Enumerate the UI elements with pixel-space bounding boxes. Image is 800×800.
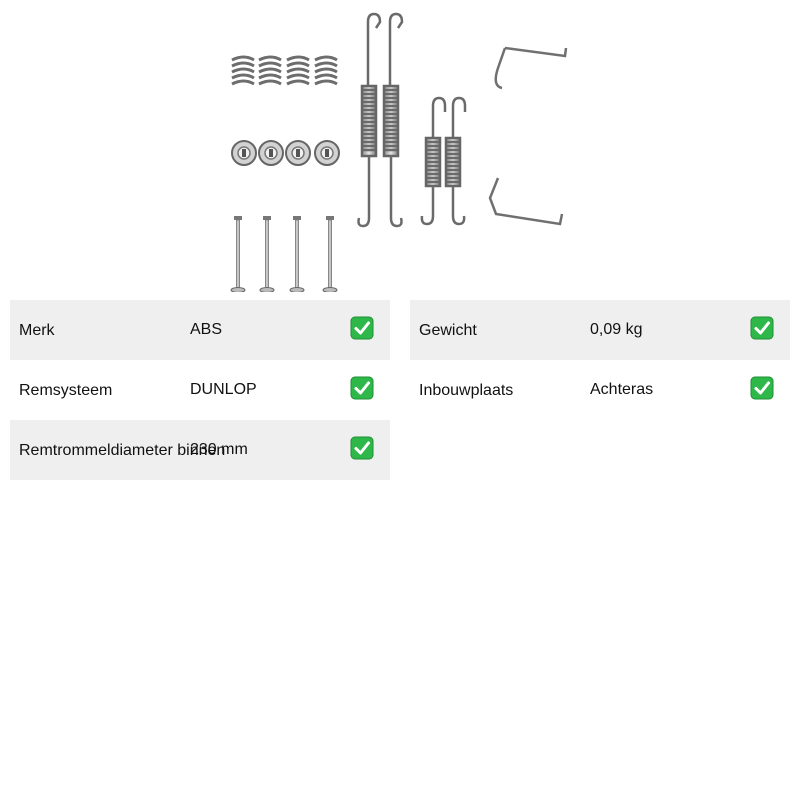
spec-label: Merk — [19, 322, 55, 339]
spec-table-left: Merk ABS Remsysteem DUNLOP Remtrommeldia… — [10, 300, 390, 480]
spec-row-merk: Merk ABS — [10, 300, 390, 360]
wire-clips — [488, 46, 568, 226]
spec-value: ABS — [190, 321, 223, 338]
spec-row-inbouwplaats: Inbouwplaats Achteras — [410, 360, 790, 420]
spec-value: 0,09 kg — [590, 321, 643, 338]
check-icon — [750, 376, 774, 400]
spec-value: 230 mm — [190, 441, 248, 458]
check-icon — [750, 316, 774, 340]
retaining-cups — [231, 140, 340, 166]
short-return-springs — [420, 96, 467, 226]
spec-row-gewicht: Gewicht 0,09 kg — [410, 300, 790, 360]
spec-label: Gewicht — [419, 322, 477, 339]
spec-value: DUNLOP — [190, 381, 257, 398]
spec-row-remsysteem: Remsysteem DUNLOP — [10, 360, 390, 420]
spec-label: Remtrommeldiameter binnen — [19, 442, 226, 459]
small-springs — [231, 55, 338, 86]
check-icon — [350, 376, 374, 400]
spec-label: Inbouwplaats — [419, 382, 514, 399]
check-icon — [350, 316, 374, 340]
spec-value: Achteras — [590, 381, 654, 398]
product-image — [230, 12, 568, 292]
check-icon — [350, 436, 374, 460]
spec-row-remtrommeldiameter: Remtrommeldiameter binnen 230 mm — [10, 420, 390, 480]
retaining-pins — [230, 216, 338, 292]
long-return-springs — [357, 12, 404, 228]
spec-table-right: Gewicht 0,09 kg Inbouwplaats Achteras — [410, 300, 790, 420]
spec-label: Remsysteem — [19, 382, 113, 399]
